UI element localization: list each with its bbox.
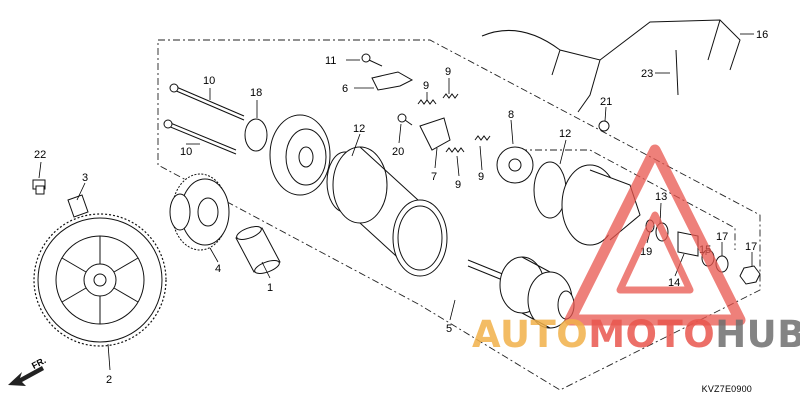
plate-3: [67, 194, 89, 218]
terminal-6: [371, 71, 414, 91]
screw-11: [361, 53, 383, 67]
callout-9-d: 9: [478, 171, 484, 183]
callout-10-b: 10: [180, 146, 192, 158]
through-bolt-upper: [169, 83, 245, 121]
callout-20: 20: [392, 146, 404, 158]
brush-spring-far: [474, 135, 491, 141]
leader-lines: [38, 33, 754, 371]
reduction-gear: [169, 173, 230, 251]
coupling-8: [496, 146, 534, 184]
callout-9-c: 9: [455, 179, 461, 191]
callout-17-a: 17: [716, 231, 728, 243]
callout-23: 23: [641, 68, 653, 80]
armature: [467, 256, 575, 329]
callout-11: 11: [325, 55, 336, 67]
callout-19: 19: [640, 246, 652, 258]
brush-spring-lower: [445, 147, 465, 153]
wire-harness-16: [481, 19, 741, 113]
callout-13: 13: [655, 191, 667, 203]
o-ring-18: [244, 118, 268, 152]
callout-2: 2: [106, 374, 112, 386]
through-bolt-lower: [163, 119, 237, 155]
callout-12-a: 12: [353, 123, 365, 135]
nut-17: [739, 265, 761, 285]
diagram-code: KVZ7E0900: [701, 384, 752, 394]
front-cover: [269, 114, 331, 196]
callout-6: 6: [342, 83, 348, 95]
watermark-hub: HUB: [715, 313, 800, 356]
starter-driven-gear: [33, 213, 167, 347]
callout-8: 8: [508, 109, 514, 121]
motor-case: [332, 146, 448, 277]
brush-holder-outline: [520, 149, 736, 250]
brush-spring-right: [442, 93, 459, 99]
brush-spring-upper: [417, 99, 437, 105]
front-arrow-icon: [8, 366, 44, 386]
callout-9-b: 9: [445, 66, 451, 78]
screw-20: [397, 113, 413, 126]
watermark-moto: MOTO: [588, 313, 716, 356]
callout-3: 3: [82, 172, 88, 184]
bolt-22: [32, 179, 46, 195]
bolt-23: [675, 49, 679, 96]
bolt-21: [598, 120, 610, 132]
callout-10-a: 10: [203, 75, 215, 87]
shaft-1: [235, 226, 281, 274]
callout-17-b: 17: [745, 241, 757, 253]
watermark-auto: AUTO: [472, 313, 589, 356]
callout-7: 7: [431, 171, 437, 183]
callout-9-a: 9: [423, 80, 429, 92]
watermark-triangle-icon: [564, 144, 746, 326]
callout-5: 5: [446, 323, 452, 335]
callout-4: 4: [215, 263, 221, 275]
callout-18: 18: [250, 87, 262, 99]
callout-16: 16: [756, 29, 768, 41]
callout-21: 21: [600, 96, 612, 108]
gasket-12-right: [533, 161, 567, 219]
callout-22: 22: [34, 149, 46, 161]
callout-14: 14: [668, 277, 680, 289]
callout-12-b: 12: [559, 128, 571, 140]
callout-1: 1: [267, 282, 273, 294]
watermark-text: AUTOMOTOHUB: [472, 316, 800, 353]
rear-cover: [561, 164, 641, 246]
brush-holder-7: [419, 117, 451, 151]
